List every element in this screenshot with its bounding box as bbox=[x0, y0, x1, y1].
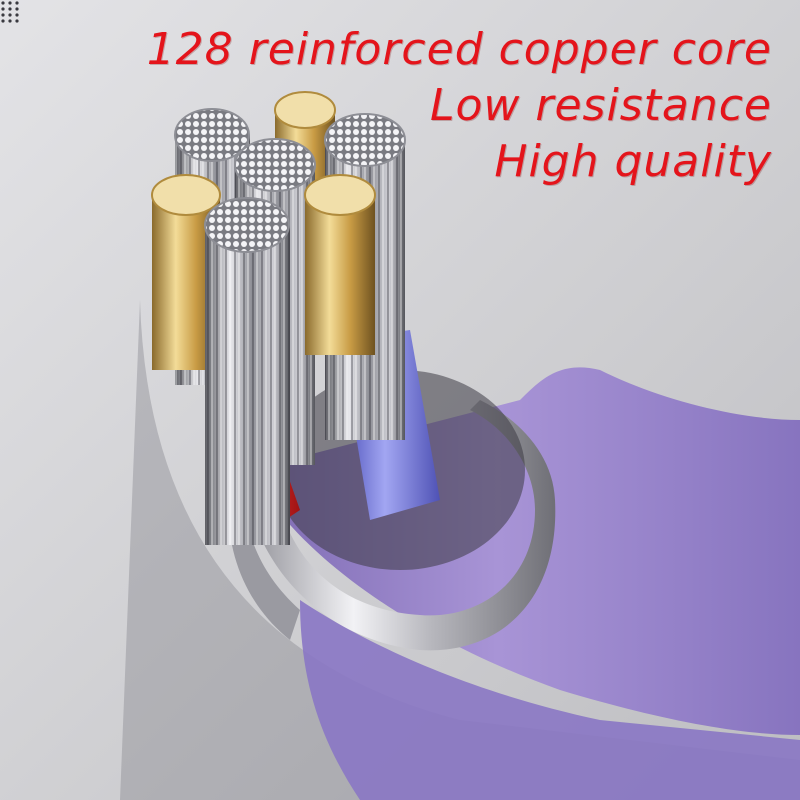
headline-line-3: High quality bbox=[494, 136, 772, 187]
conductor-front-center bbox=[204, 197, 290, 545]
metal-ferrule bbox=[245, 400, 556, 651]
cable-sheath-lower bbox=[300, 600, 800, 800]
conductor-front-right-gold bbox=[304, 174, 376, 355]
feature-headline: 128 reinforced copper core Low resistanc… bbox=[147, 22, 772, 190]
grid-dots-icon bbox=[1, 1, 19, 23]
cable-shadow bbox=[120, 300, 800, 800]
headline-line-2: Low resistance bbox=[429, 80, 772, 131]
headline-line-1: 128 reinforced copper core bbox=[146, 24, 772, 75]
